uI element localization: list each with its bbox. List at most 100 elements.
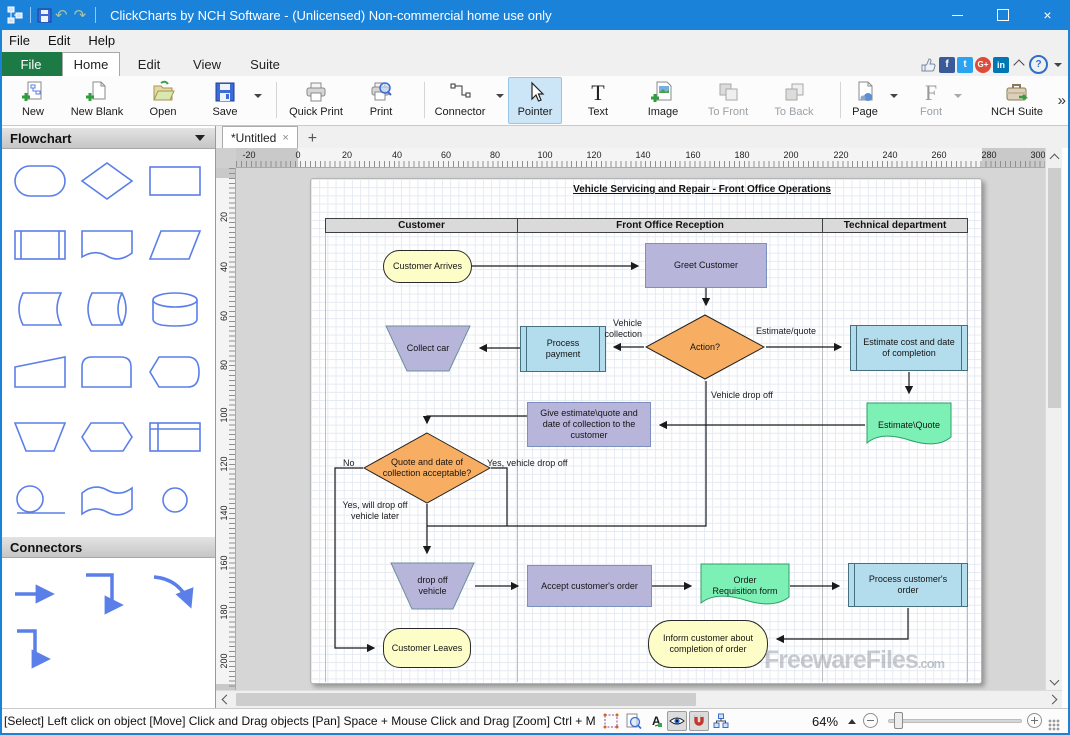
shape-tape[interactable] [80, 481, 134, 521]
googleplus-icon[interactable]: G+ [975, 57, 991, 73]
connector-button[interactable]: Connector [428, 78, 492, 124]
node-order-requisition[interactable]: Order Requisition form [700, 563, 790, 609]
new-blank-button[interactable]: New Blank [65, 78, 129, 124]
zoom-in-button[interactable] [1027, 713, 1042, 728]
to-back-button[interactable]: To Back [768, 78, 820, 124]
lane-header-customer[interactable]: Customer [325, 218, 518, 233]
tab-suite[interactable]: Suite [236, 52, 294, 76]
scroll-down-icon[interactable] [1046, 673, 1063, 690]
shape-direct-access-storage[interactable] [80, 289, 134, 329]
shape-manual-input[interactable] [13, 353, 67, 393]
flowchart-title[interactable]: Vehicle Servicing and Repair - Front Off… [522, 184, 882, 195]
scroll-left-icon[interactable] [216, 691, 233, 708]
to-front-button[interactable]: To Front [702, 78, 754, 124]
document-tab-untitled[interactable]: *Untitled × [222, 126, 298, 148]
shape-database[interactable] [148, 289, 202, 329]
zoom-slider-thumb[interactable] [894, 712, 903, 729]
save-icon[interactable] [37, 8, 52, 23]
print-button[interactable]: Print [357, 78, 405, 124]
visibility-icon[interactable] [667, 711, 687, 731]
save-dropdown-icon[interactable] [254, 94, 262, 98]
open-button[interactable]: Open [139, 78, 187, 124]
new-button[interactable]: New [9, 78, 57, 124]
facebook-icon[interactable]: f [939, 57, 955, 73]
node-collect-car[interactable]: Collect car [385, 325, 471, 372]
text-button[interactable]: T Text [578, 78, 618, 124]
node-greet-customer[interactable]: Greet Customer [645, 243, 767, 288]
horizontal-scrollbar[interactable] [216, 690, 1062, 708]
node-process-order[interactable]: Process customer's order [848, 563, 968, 607]
nch-suite-button[interactable]: NCH Suite [984, 78, 1050, 124]
snap-magnet-icon[interactable] [689, 711, 709, 731]
shape-display[interactable] [148, 353, 202, 393]
node-give-estimate[interactable]: Give estimate\quote and date of collecti… [527, 402, 651, 447]
connector-dropdown-icon[interactable] [496, 94, 504, 98]
minimize-button[interactable] [935, 0, 980, 30]
shape-process[interactable] [148, 161, 202, 201]
lane-header-technical[interactable]: Technical department [822, 218, 968, 233]
selection-mode-icon[interactable] [601, 711, 621, 731]
shape-connector-circle[interactable] [148, 481, 202, 521]
tab-view[interactable]: View [178, 52, 236, 76]
shape-card[interactable] [80, 353, 134, 393]
help-icon[interactable]: ? [1029, 55, 1048, 74]
collapse-ribbon-icon[interactable] [1013, 59, 1024, 70]
connector-straight[interactable] [11, 567, 69, 623]
font-dropdown-icon[interactable] [954, 94, 962, 98]
shape-terminator[interactable] [13, 161, 67, 201]
zoom-menu-icon[interactable] [848, 719, 856, 724]
connectors-panel-header[interactable]: Connectors [0, 537, 215, 558]
zoom-level[interactable]: 64% [812, 714, 838, 729]
fit-page-zoom-icon[interactable] [623, 711, 643, 731]
node-customer-leaves[interactable]: Customer Leaves [383, 628, 471, 668]
node-customer-arrives[interactable]: Customer Arrives [383, 250, 472, 283]
node-accept-order[interactable]: Accept customer's order [527, 565, 652, 607]
undo-icon[interactable]: ↶ [55, 6, 68, 24]
page-dropdown-icon[interactable] [890, 94, 898, 98]
connector-elbow-2[interactable] [11, 623, 69, 679]
like-icon[interactable] [920, 57, 937, 73]
tab-edit[interactable]: Edit [120, 52, 178, 76]
page-button[interactable]: Page [845, 78, 885, 124]
new-tab-button[interactable]: + [308, 130, 317, 148]
node-estimate-quote-doc[interactable]: Estimate\Quote [866, 402, 952, 449]
shape-stored-data[interactable] [13, 289, 67, 329]
connector-elbow[interactable] [78, 567, 136, 623]
scroll-right-icon[interactable] [1045, 691, 1062, 708]
tab-close-icon[interactable]: × [282, 132, 288, 144]
node-inform-customer[interactable]: Inform customer about completion of orde… [648, 620, 768, 668]
shape-manual-operation[interactable] [13, 417, 67, 457]
font-button[interactable]: F Font [911, 78, 951, 124]
drawing-canvas[interactable]: Vehicle Servicing and Repair - Front Off… [236, 168, 1045, 690]
snap-to-object-icon[interactable]: A [645, 711, 665, 731]
tab-home[interactable]: Home [62, 52, 120, 76]
horizontal-scroll-thumb[interactable] [236, 693, 696, 706]
shape-internal-storage[interactable] [148, 417, 202, 457]
maximize-button[interactable] [980, 0, 1025, 30]
zoom-out-button[interactable] [863, 713, 878, 728]
shape-decision[interactable] [80, 161, 134, 201]
menu-help[interactable]: Help [79, 30, 124, 52]
zoom-slider-track[interactable] [888, 719, 1022, 723]
node-quote-acceptable-decision[interactable]: Quote and date of collection acceptable? [363, 432, 491, 504]
shape-data[interactable] [148, 225, 202, 265]
menu-file[interactable]: File [0, 30, 39, 52]
flowchart-panel-header[interactable]: Flowchart [0, 128, 215, 149]
node-estimate-cost[interactable]: Estimate cost and date of completion [850, 325, 968, 371]
close-button[interactable]: × [1025, 0, 1070, 30]
shape-predefined-process[interactable] [13, 225, 67, 265]
resize-grip[interactable] [1048, 719, 1060, 731]
image-button[interactable]: Image [639, 78, 687, 124]
redo-icon[interactable]: ↷ [74, 6, 87, 24]
shape-loop-limit[interactable] [13, 481, 67, 521]
lane-header-front-office[interactable]: Front Office Reception [517, 218, 823, 233]
twitter-icon[interactable]: t [957, 57, 973, 73]
titlebar[interactable]: ↶ ↷ ClickCharts by NCH Software - (Unlic… [0, 0, 1070, 30]
vertical-scroll-thumb[interactable] [1048, 168, 1061, 408]
save-button[interactable]: Save [203, 78, 247, 124]
menu-edit[interactable]: Edit [39, 30, 79, 52]
quick-print-button[interactable]: Quick Print [283, 78, 349, 124]
shape-document[interactable] [80, 225, 134, 265]
tab-file[interactable]: File [0, 52, 62, 76]
shape-preparation[interactable] [80, 417, 134, 457]
